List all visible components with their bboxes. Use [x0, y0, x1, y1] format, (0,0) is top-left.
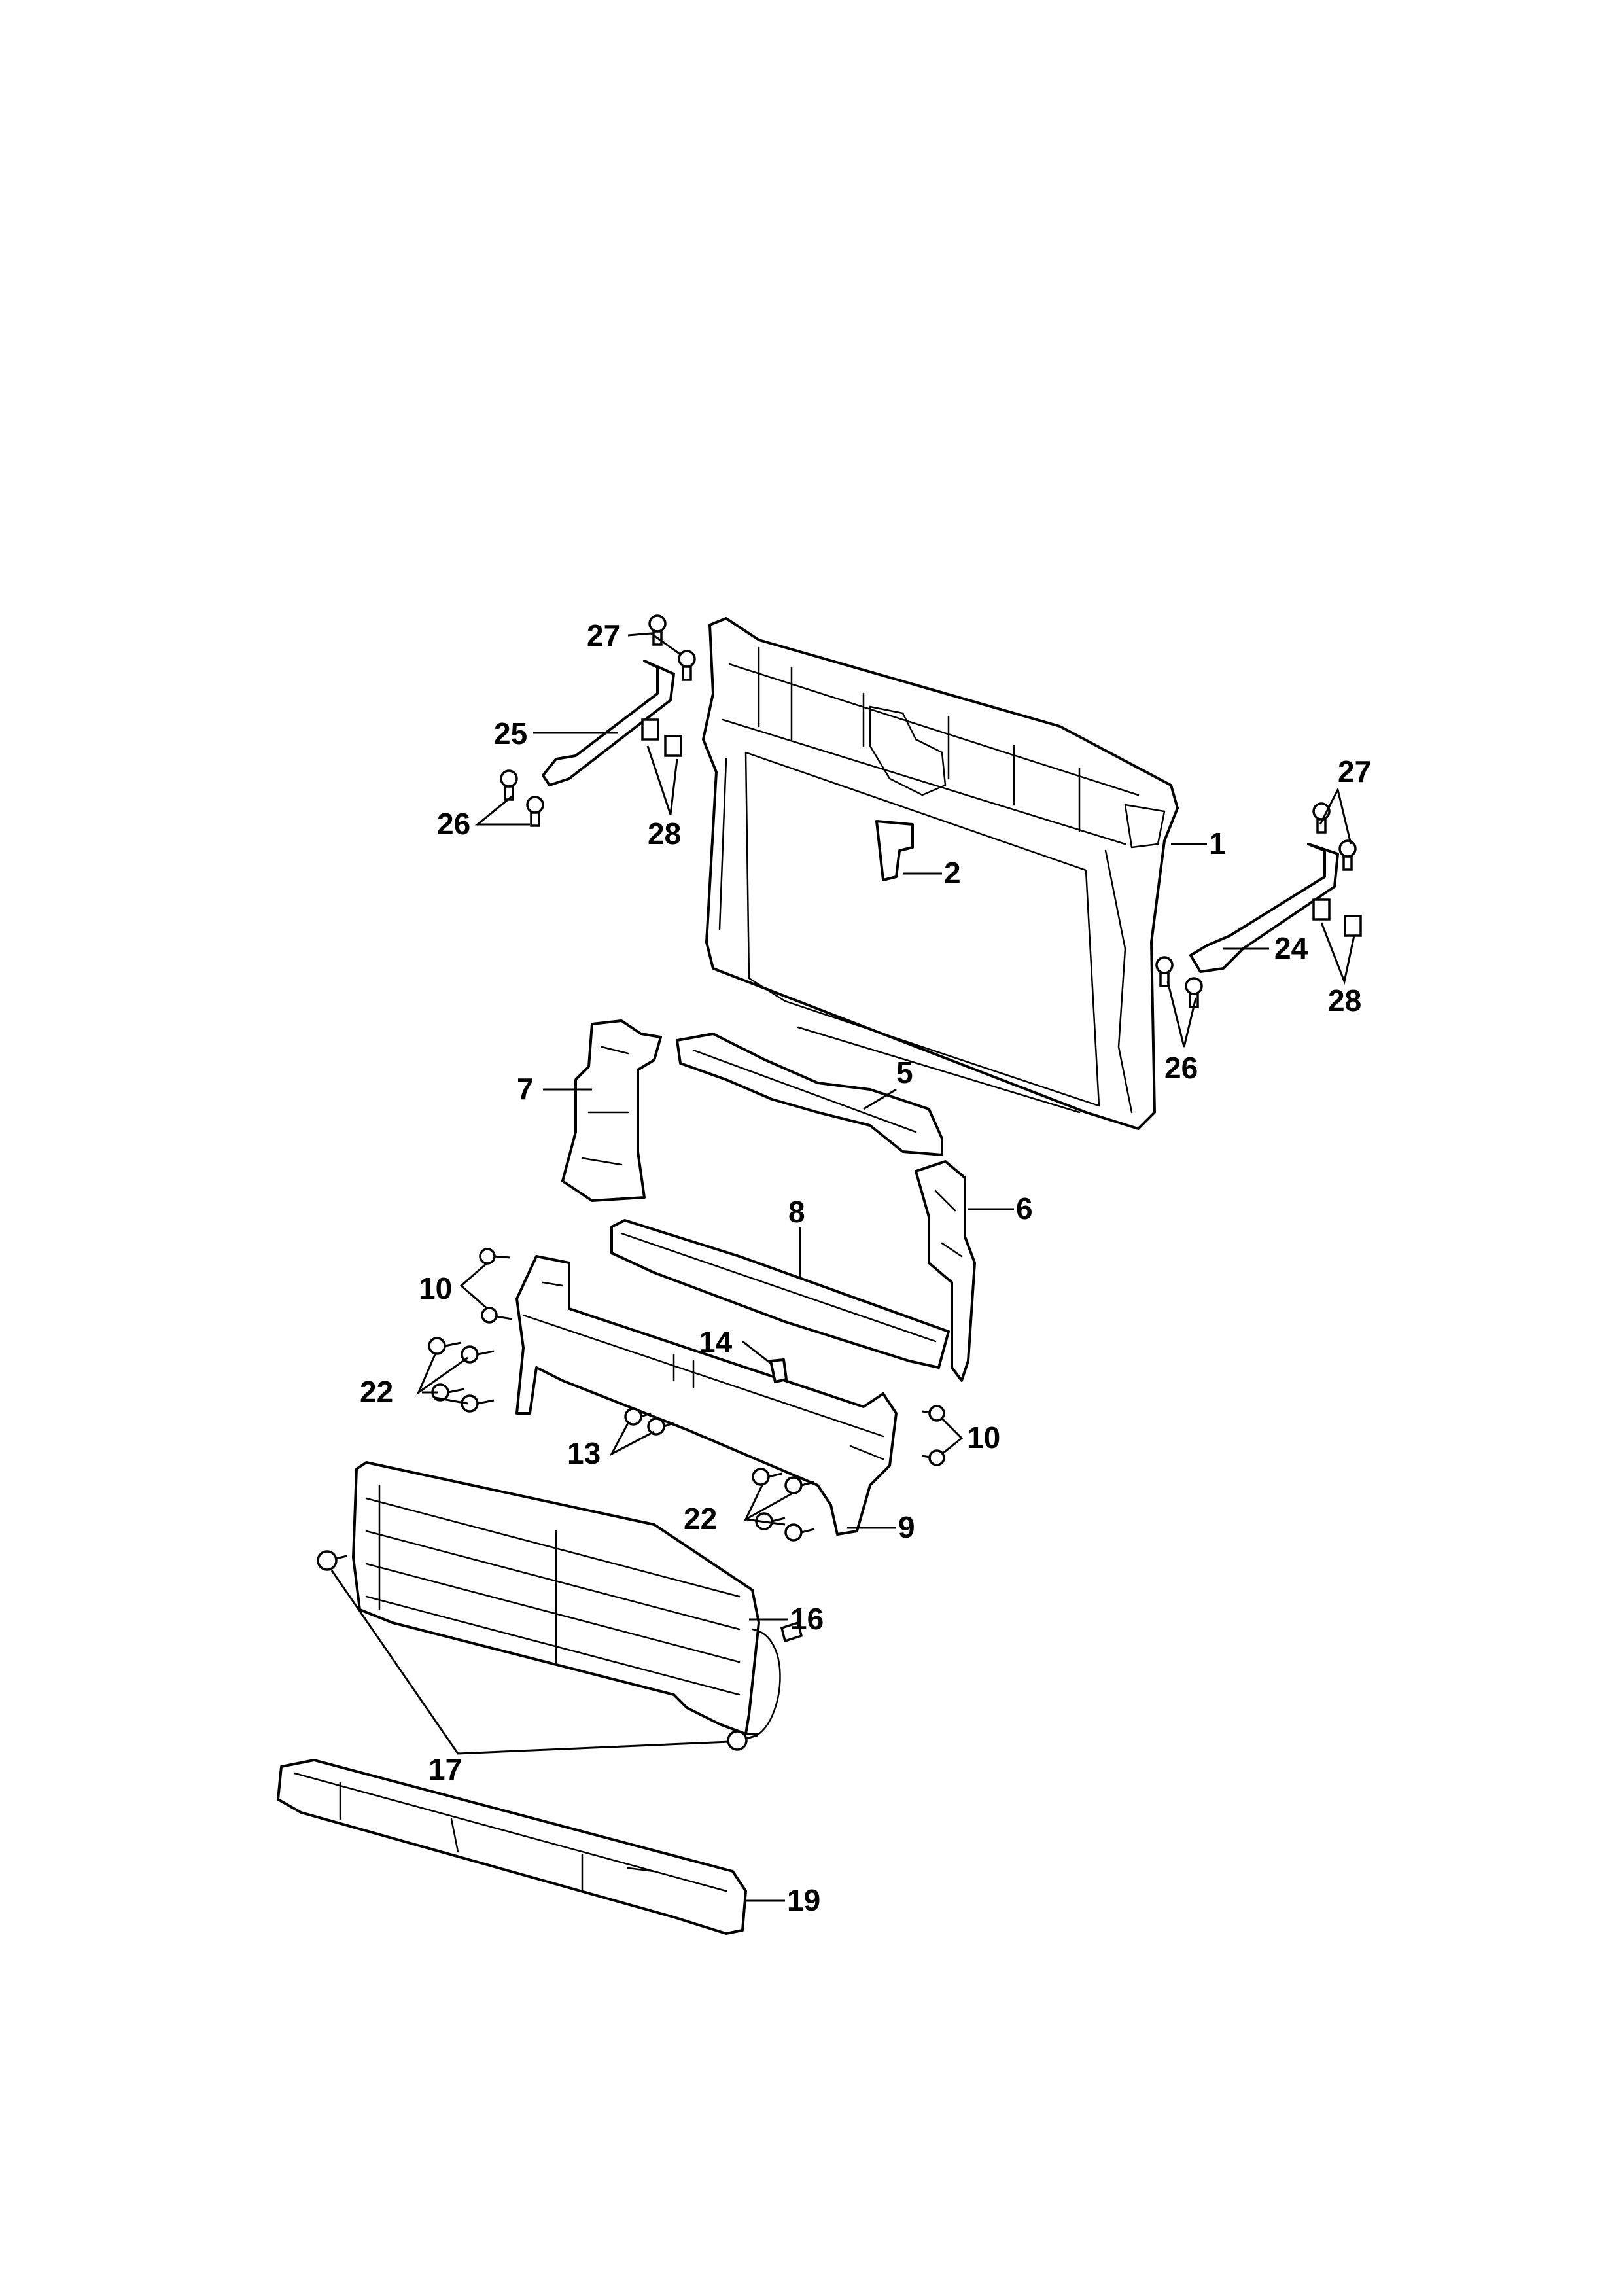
bolt-22-left-b: [461, 1345, 495, 1364]
callout-27-left: 27: [587, 618, 620, 652]
bolt-22-left-a: [428, 1337, 462, 1355]
callout-27-right: 27: [1338, 754, 1371, 788]
bolt-13-a: [624, 1407, 652, 1426]
callout-10-right: 10: [967, 1421, 1000, 1455]
callout-26-right: 26: [1164, 1051, 1198, 1085]
part-7-left-air-guide: [561, 1019, 662, 1202]
callout-24: 24: [1274, 931, 1308, 965]
bolt-26-left-b: [526, 796, 544, 827]
callout-5: 5: [896, 1055, 913, 1089]
bolt-13-b: [647, 1417, 674, 1436]
callout-10-left: 10: [419, 1271, 452, 1305]
bolt-27-right-a: [1312, 802, 1331, 834]
part-25-left-strut: [542, 660, 675, 786]
bolt-22-right-a: [752, 1468, 782, 1486]
bolt-27-left-b: [678, 650, 696, 681]
bolt-22-right-d: [784, 1523, 815, 1542]
callout-26-left: 26: [437, 807, 470, 841]
bolt-10-right-b: [922, 1449, 945, 1466]
bolt-22-right-b: [784, 1476, 815, 1494]
callout-9: 9: [898, 1510, 915, 1544]
part-9-bumper-carrier: [515, 1255, 898, 1536]
bolt-26-right-b: [1185, 977, 1203, 1008]
callout-13: 13: [567, 1436, 601, 1470]
bolt-10-left-b: [481, 1307, 513, 1324]
callout-2: 2: [944, 856, 961, 890]
bolt-17-b: [727, 1730, 758, 1751]
bolt-10-right-a: [922, 1405, 945, 1422]
bolt-22-left-d: [461, 1394, 495, 1413]
part-24-right-strut: [1189, 843, 1339, 973]
callout-8: 8: [788, 1195, 805, 1229]
callout-17: 17: [428, 1752, 462, 1786]
part-19-impact-absorber: [277, 1759, 747, 1935]
bolt-10-left-a: [479, 1248, 511, 1265]
bolt-28-right-b: [1344, 915, 1362, 937]
callout-1: 1: [1209, 826, 1226, 860]
bolt-28-right-a: [1312, 898, 1331, 921]
bolt-27-right-b: [1338, 839, 1357, 871]
callout-6: 6: [1016, 1192, 1033, 1226]
bolt-27-left-a: [648, 614, 667, 646]
callout-28-left: 28: [648, 817, 681, 851]
callout-labels: 1 2 5 6 7 8 9 10 10 13 14 16 17 19 22 22…: [360, 618, 1371, 1917]
bolt-28-left-a: [641, 718, 659, 741]
leader-lines: [330, 632, 1355, 1902]
fasteners: [317, 614, 1362, 1751]
bolt-28-left-b: [664, 735, 682, 757]
bolt-26-right-a: [1155, 956, 1174, 987]
callout-7: 7: [517, 1072, 534, 1106]
callout-22-right: 22: [684, 1502, 717, 1536]
part-6-right-air-guide: [915, 1160, 976, 1382]
part-8-lower-seal: [610, 1219, 950, 1369]
callout-19: 19: [787, 1883, 820, 1917]
callout-22-left: 22: [360, 1375, 393, 1409]
bolt-22-left-c: [431, 1383, 465, 1402]
callout-25: 25: [494, 716, 527, 751]
part-14-clip: [769, 1358, 788, 1383]
callout-14: 14: [699, 1325, 733, 1359]
callout-16: 16: [790, 1602, 824, 1636]
bolt-17-a: [317, 1550, 347, 1571]
part-2-center-bracket: [875, 820, 914, 881]
part-5-upper-air-guide: [676, 1033, 943, 1156]
part-16-air-shutter: [352, 1461, 803, 1735]
bolt-26-left-a: [500, 769, 518, 801]
callout-28-right: 28: [1328, 983, 1361, 1017]
